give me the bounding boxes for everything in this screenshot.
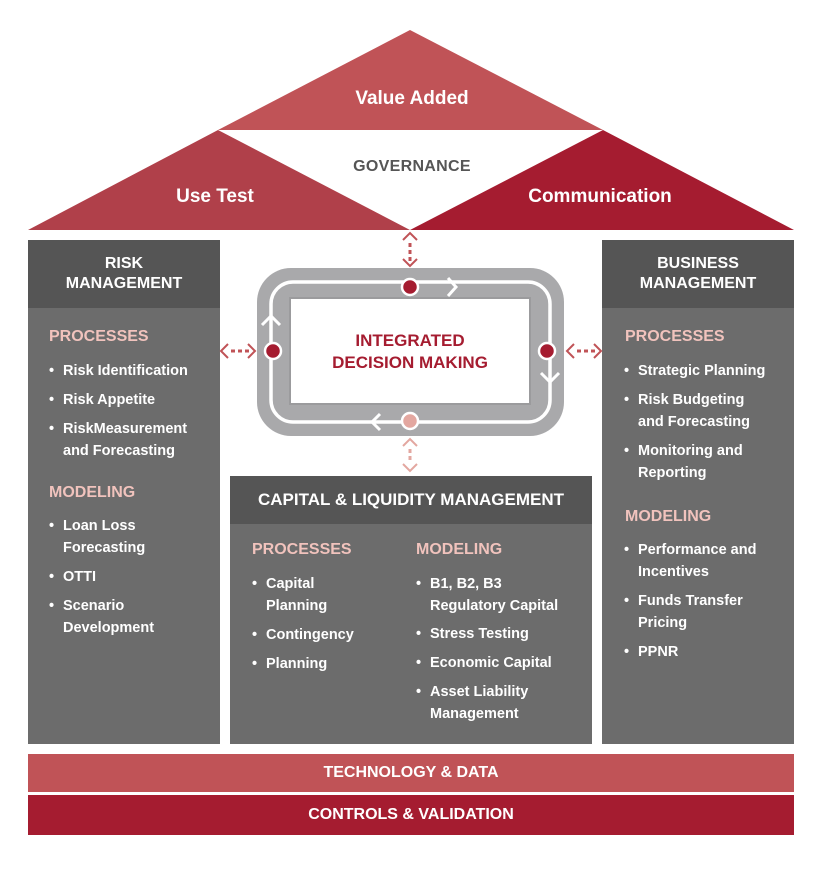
risk-title-line1: RISK	[104, 255, 144, 272]
bullet-icon: •	[624, 593, 630, 609]
bullet-icon: •	[252, 576, 258, 592]
controls-validation-band: CONTROLS & VALIDATION	[28, 795, 794, 835]
roof-graphic	[28, 30, 794, 230]
connector-right	[565, 343, 603, 359]
bullet-icon: •	[416, 655, 422, 671]
capital-modeling-title: MODELING	[416, 541, 503, 558]
business-management-header: BUSINESS MANAGEMENT	[602, 240, 794, 308]
bullet-icon: •	[252, 627, 258, 643]
list-item: • Stress Testing	[416, 623, 580, 645]
bullet-icon: •	[252, 656, 258, 672]
bullet-icon: •	[49, 421, 55, 437]
cycle-title-line1: INTEGRATED	[355, 331, 465, 350]
cycle-title-line2: DECISION MAKING	[332, 353, 488, 372]
business-management-pillar: BUSINESS MANAGEMENT PROCESSES • Strategi…	[602, 240, 794, 744]
list-item: • Risk Identification	[49, 360, 213, 382]
list-item: • Risk Appetite	[49, 389, 213, 411]
node-left	[263, 341, 283, 361]
capital-processes-title: PROCESSES	[252, 541, 352, 558]
integrated-decision-making-title: INTEGRATED DECISION MAKING	[290, 330, 530, 374]
roof-right-triangle	[410, 130, 794, 230]
risk-processes-title: PROCESSES	[49, 328, 149, 345]
connector-top	[402, 231, 418, 268]
capital-liquidity-header: CAPITAL & LIQUIDITY MANAGEMENT	[230, 476, 592, 524]
cycle-center-panel	[289, 297, 531, 405]
bullet-icon: •	[624, 443, 630, 459]
bullet-icon: •	[49, 598, 55, 614]
list-item: • Capital Planning	[252, 573, 356, 617]
list-item: • Scenario Development	[49, 595, 173, 639]
list-item: • Contingency	[252, 624, 386, 646]
roof-top-triangle	[218, 30, 603, 130]
list-item: • Strategic Planning	[624, 360, 788, 382]
risk-title-line2: MANAGEMENT	[65, 275, 183, 292]
bullet-icon: •	[624, 542, 630, 558]
node-right	[537, 341, 557, 361]
roof-left-label: Use Test	[176, 186, 254, 207]
connector-left	[219, 343, 257, 359]
bullet-icon: •	[624, 392, 630, 408]
list-item: • Risk Budgeting and Forecasting	[624, 389, 763, 433]
roof-left-triangle	[28, 130, 410, 230]
arrow-down-icon	[539, 371, 561, 385]
bullet-icon: •	[49, 363, 55, 379]
risk-management-pillar: RISK MANAGEMENT PROCESSES • Risk Identif…	[28, 240, 220, 744]
list-item: • Asset Liability Management	[416, 681, 540, 725]
node-bottom	[400, 411, 420, 431]
list-item: • Funds Transfer Pricing	[624, 590, 758, 634]
business-modeling-title: MODELING	[625, 508, 712, 525]
list-item: • Planning	[252, 653, 386, 675]
business-title-line1: BUSINESS	[657, 255, 739, 272]
arrow-left-icon	[369, 412, 382, 432]
node-top	[400, 277, 420, 297]
risk-management-header: RISK MANAGEMENT	[28, 240, 220, 308]
business-processes-title: PROCESSES	[625, 328, 725, 345]
roof-right-label: Communication	[528, 186, 672, 207]
arrow-right-icon	[446, 277, 459, 297]
list-item: • Economic Capital	[416, 652, 580, 674]
list-item: • Loan Loss Forecasting	[49, 515, 163, 559]
bullet-icon: •	[49, 392, 55, 408]
list-item: • Monitoring and Reporting	[624, 440, 763, 484]
connector-bottom	[402, 437, 418, 473]
list-item: • PPNR	[624, 641, 758, 663]
bullet-icon: •	[624, 644, 630, 660]
capital-liquidity-pillar: CAPITAL & LIQUIDITY MANAGEMENT PROCESSES…	[230, 476, 592, 744]
decision-cycle-graphic	[219, 231, 603, 473]
business-title-line2: MANAGEMENT	[639, 275, 757, 292]
bullet-icon: •	[624, 363, 630, 379]
list-item: • OTTI	[49, 566, 203, 588]
technology-data-band: TECHNOLOGY & DATA	[28, 754, 794, 792]
capital-title: CAPITAL & LIQUIDITY MANAGEMENT	[258, 490, 564, 509]
bullet-icon: •	[416, 684, 422, 700]
list-item: • RiskMeasurement and Forecasting	[49, 418, 205, 462]
list-item: • Performance and Incentives	[624, 539, 773, 583]
bullet-icon: •	[416, 576, 422, 592]
bullet-icon: •	[49, 518, 55, 534]
roof-top-label: Value Added	[355, 88, 469, 109]
bullet-icon: •	[49, 569, 55, 585]
governance-label: GOVERNANCE	[353, 158, 471, 175]
risk-modeling-title: MODELING	[49, 484, 136, 501]
bullet-icon: •	[416, 626, 422, 642]
list-item: • B1, B2, B3 Regulatory Capital	[416, 573, 580, 617]
arrow-up-icon	[260, 313, 282, 327]
